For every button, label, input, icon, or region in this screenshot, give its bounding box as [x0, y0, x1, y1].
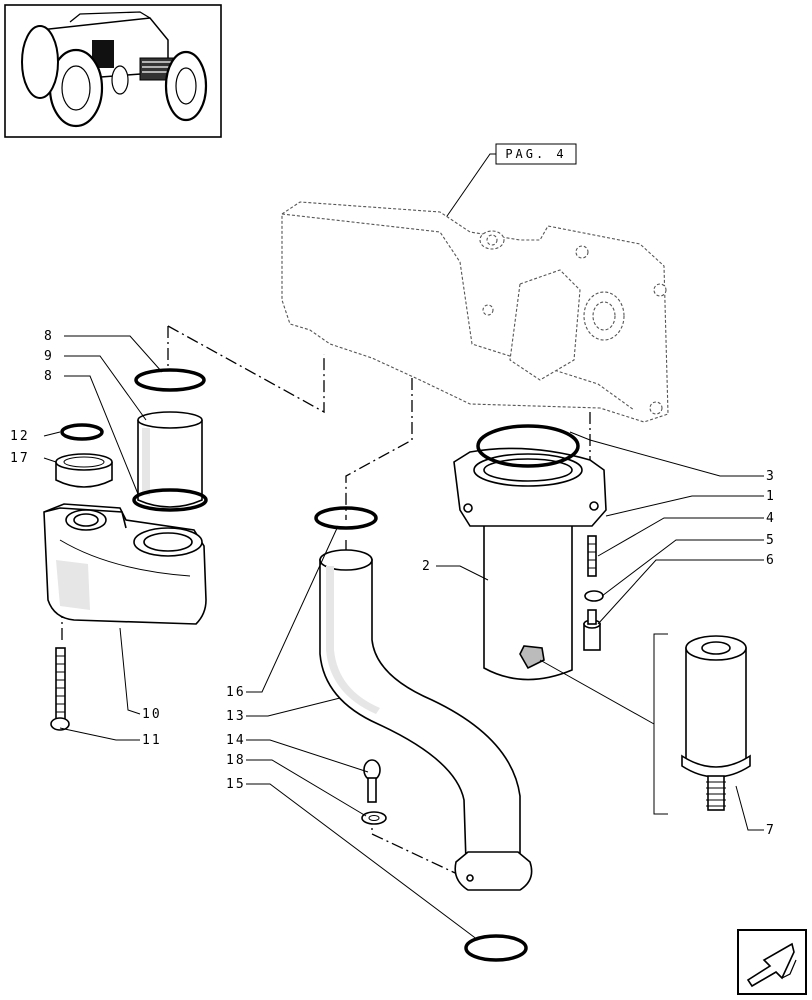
- callout-4: 4: [766, 511, 776, 526]
- reference-box[interactable]: PAG. 4: [495, 143, 577, 165]
- callout-7: 7: [766, 823, 776, 838]
- lock-washer-part[interactable]: [584, 590, 604, 602]
- next-page-arrow-icon[interactable]: [737, 929, 807, 995]
- o-ring-upper[interactable]: [134, 368, 206, 392]
- elbow-body-part[interactable]: [43, 503, 207, 625]
- callout-5: 5: [766, 533, 776, 548]
- reference-label: PAG. 4: [505, 147, 566, 161]
- callout-15: 15: [226, 777, 246, 792]
- o-ring-filter[interactable]: [476, 424, 580, 468]
- callout-16: 16: [226, 685, 246, 700]
- cap-screw-part[interactable]: [583, 609, 601, 651]
- bushing-part[interactable]: [55, 453, 113, 488]
- cartridge-bracket: [653, 633, 668, 815]
- long-bolt-part[interactable]: [50, 647, 70, 731]
- bolt-part[interactable]: [363, 759, 381, 803]
- callout-8-upper: 8: [44, 329, 54, 344]
- bent-pipe-part[interactable]: [319, 549, 533, 891]
- callout-13: 13: [226, 709, 246, 724]
- callout-10: 10: [142, 707, 162, 722]
- o-ring-bottom[interactable]: [464, 934, 528, 962]
- o-ring-pipe-top[interactable]: [314, 506, 378, 530]
- stud-part[interactable]: [587, 535, 597, 577]
- callout-1: 1: [766, 489, 776, 504]
- callout-9: 9: [44, 349, 54, 364]
- o-ring-lower[interactable]: [132, 488, 208, 512]
- callout-12: 12: [10, 429, 30, 444]
- washer-part[interactable]: [361, 811, 387, 825]
- callout-18: 18: [226, 753, 246, 768]
- sleeve-part[interactable]: [137, 411, 203, 508]
- tractor-thumbnail-icon[interactable]: [4, 4, 222, 138]
- callout-2: 2: [422, 559, 432, 574]
- callout-11: 11: [142, 733, 162, 748]
- housing-reference: [281, 201, 669, 423]
- callout-6: 6: [766, 553, 776, 568]
- callout-14: 14: [226, 733, 246, 748]
- callout-17: 17: [10, 451, 30, 466]
- o-ring-small[interactable]: [60, 423, 104, 441]
- callout-8-lower: 8: [44, 369, 54, 384]
- callout-3: 3: [766, 469, 776, 484]
- filter-cartridge-part[interactable]: [681, 635, 751, 811]
